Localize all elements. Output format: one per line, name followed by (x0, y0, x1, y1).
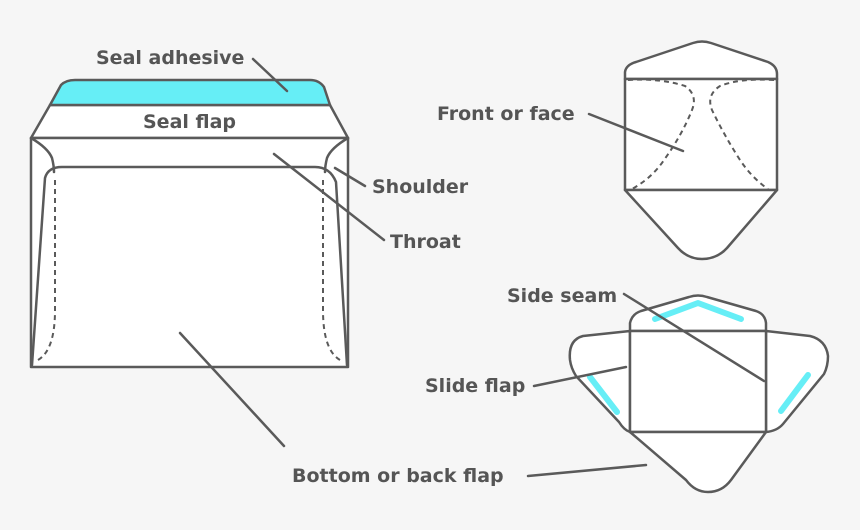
label-throat: Throat (390, 231, 461, 253)
right-slide-flap (764, 329, 830, 434)
leader-seal-adhesive (251, 57, 289, 93)
label-seal-adhesive: Seal adhesive (96, 47, 244, 69)
label-front-or-face: Front or face (437, 103, 575, 125)
bottom-back-flap (628, 430, 768, 494)
label-slide-flap: Slide flap (425, 375, 525, 397)
label-seal-flap: Seal flap (143, 111, 236, 133)
label-shoulder: Shoulder (372, 176, 469, 198)
front-left-dashes (627, 78, 695, 190)
label-bottom-or-back-flap: Bottom or back flap (292, 465, 504, 487)
top-flap (628, 294, 768, 333)
front-right-dashes (709, 78, 775, 190)
front-view-envelope (623, 40, 779, 261)
envelope-body (29, 136, 350, 369)
leader-shoulder (333, 166, 367, 188)
unfolded-envelope (568, 294, 830, 494)
right-flap-adhesive (778, 372, 811, 414)
left-side-seam-dashes (37, 180, 56, 361)
leader-throat (272, 152, 386, 242)
back-view-envelope (29, 78, 350, 369)
back-flap-outline (30, 165, 349, 367)
label-side-seam: Side seam (507, 285, 617, 307)
leader-slide-flap (532, 365, 628, 388)
center-panel (628, 329, 768, 434)
left-slide-flap (568, 329, 632, 434)
leader-bottom-flap-left (178, 331, 286, 448)
right-side-seam-dashes (322, 180, 341, 361)
front-face-body (623, 77, 779, 192)
front-bottom-flap (623, 188, 779, 261)
left-flap-adhesive (587, 374, 620, 415)
front-top-flap (623, 40, 779, 81)
leader-front-or-face (587, 112, 685, 153)
leader-bottom-flap-right (526, 463, 648, 478)
leader-side-seam (622, 292, 766, 383)
seal-adhesive-strip (48, 78, 332, 107)
top-flap-adhesive (652, 300, 744, 322)
